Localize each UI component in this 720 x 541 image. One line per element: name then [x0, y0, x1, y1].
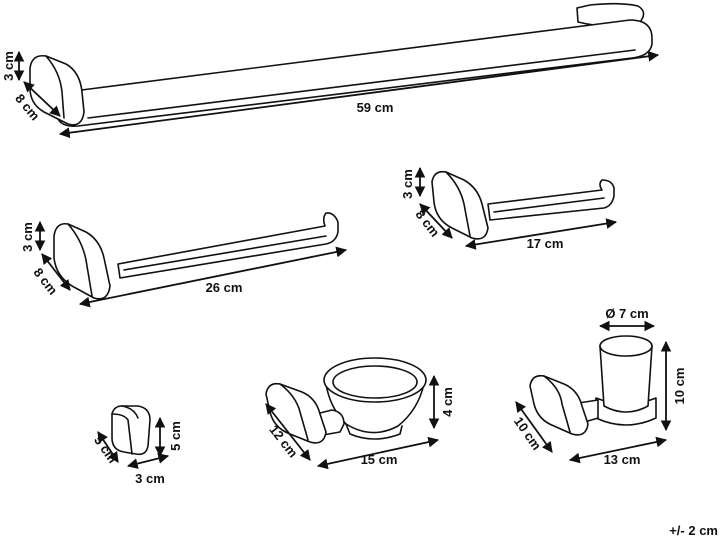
- soap-dish: [265, 357, 427, 444]
- tumbler-height-label: 10 cm: [672, 368, 687, 405]
- short-bar-depth-label: 8 cm: [31, 265, 61, 298]
- tumbler-width-label: 13 cm: [604, 452, 641, 467]
- short-bar-dimensions: 3 cm 8 cm 26 cm: [20, 220, 348, 308]
- short-towel-bar: [53, 212, 339, 300]
- tumbler-diameter-label: Ø 7 cm: [605, 306, 648, 321]
- paper-holder-height-label: 3 cm: [400, 169, 415, 199]
- soap-dish-height-label: 4 cm: [440, 387, 455, 417]
- tumbler-holder: [529, 335, 657, 436]
- paper-holder-length-label: 17 cm: [527, 236, 564, 251]
- robe-hook-height-label: 5 cm: [168, 421, 183, 451]
- short-bar-height-label: 3 cm: [20, 222, 35, 252]
- short-bar-length-label: 26 cm: [206, 280, 243, 295]
- robe-hook-width-label: 3 cm: [135, 471, 165, 486]
- paper-holder: [431, 170, 615, 240]
- robe-hook: [111, 405, 151, 456]
- soap-dish-width-label: 15 cm: [361, 452, 398, 467]
- tolerance-note: +/- 2 cm: [669, 523, 718, 538]
- long-towel-bar: [29, 2, 653, 127]
- long-bar-height-label: 3 cm: [1, 51, 16, 81]
- long-bar-length-label: 59 cm: [357, 100, 394, 115]
